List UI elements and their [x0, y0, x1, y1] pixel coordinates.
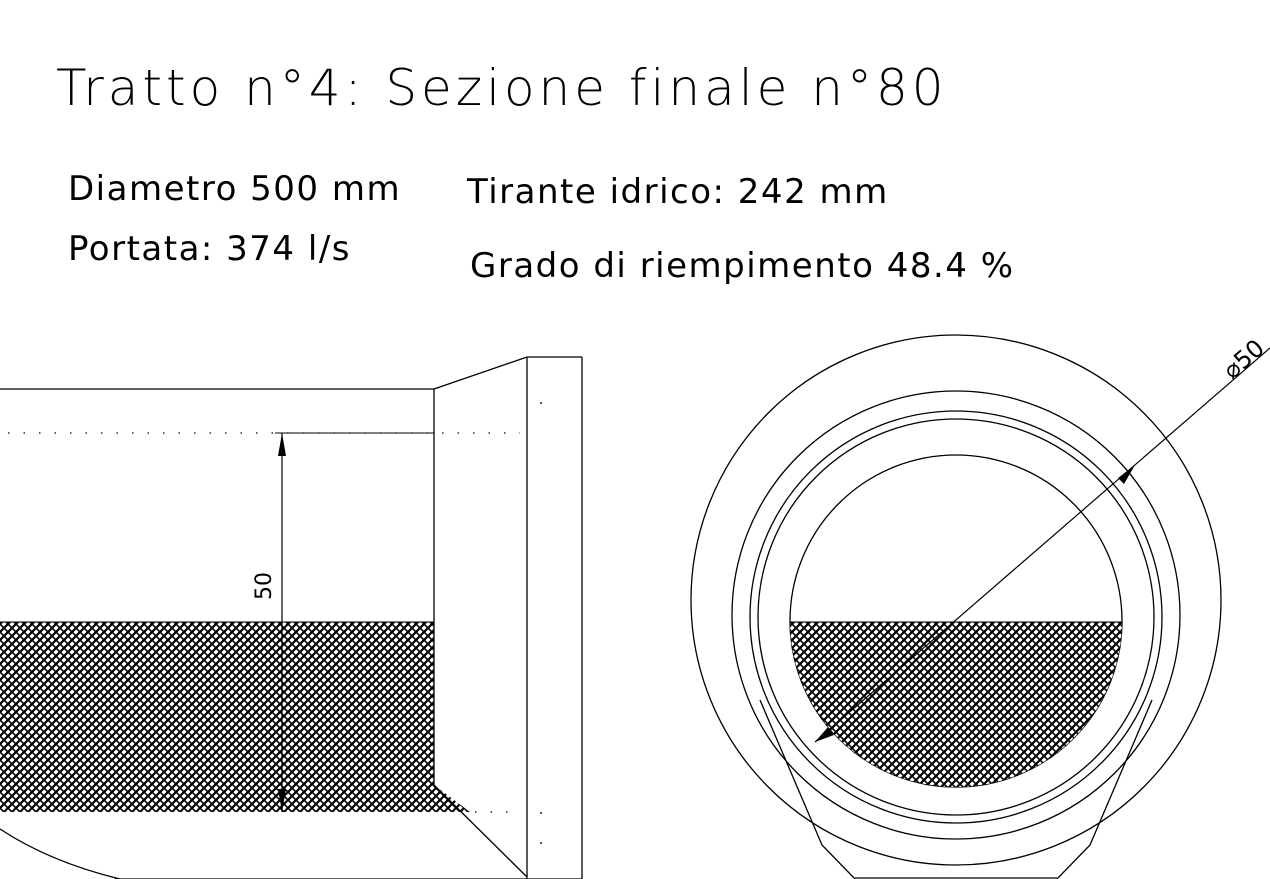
side-water-fill: [0, 622, 470, 812]
fill-ratio-label: Grado di riempimento 48.4 %: [470, 246, 1015, 286]
flow-rate-label: Portata: 374 l/s: [68, 229, 351, 269]
diameter-dimension: ⌀50: [1218, 334, 1270, 385]
drawing-title: Tratto n°4: Sezione finale n°80: [56, 59, 948, 117]
section-water-fill: [790, 622, 1122, 787]
outer-bell-circle: [690, 334, 1222, 866]
water-depth-label: Tirante idrico: 242 mm: [466, 172, 889, 212]
diameter-leader: [814, 347, 1270, 743]
diameter-label: Diametro 500 mm: [68, 169, 401, 209]
side-height-dimension: 50: [252, 572, 277, 600]
cross-section: [690, 334, 1222, 879]
side-view: [0, 356, 583, 879]
pipe-outer-circle: [731, 390, 1181, 840]
